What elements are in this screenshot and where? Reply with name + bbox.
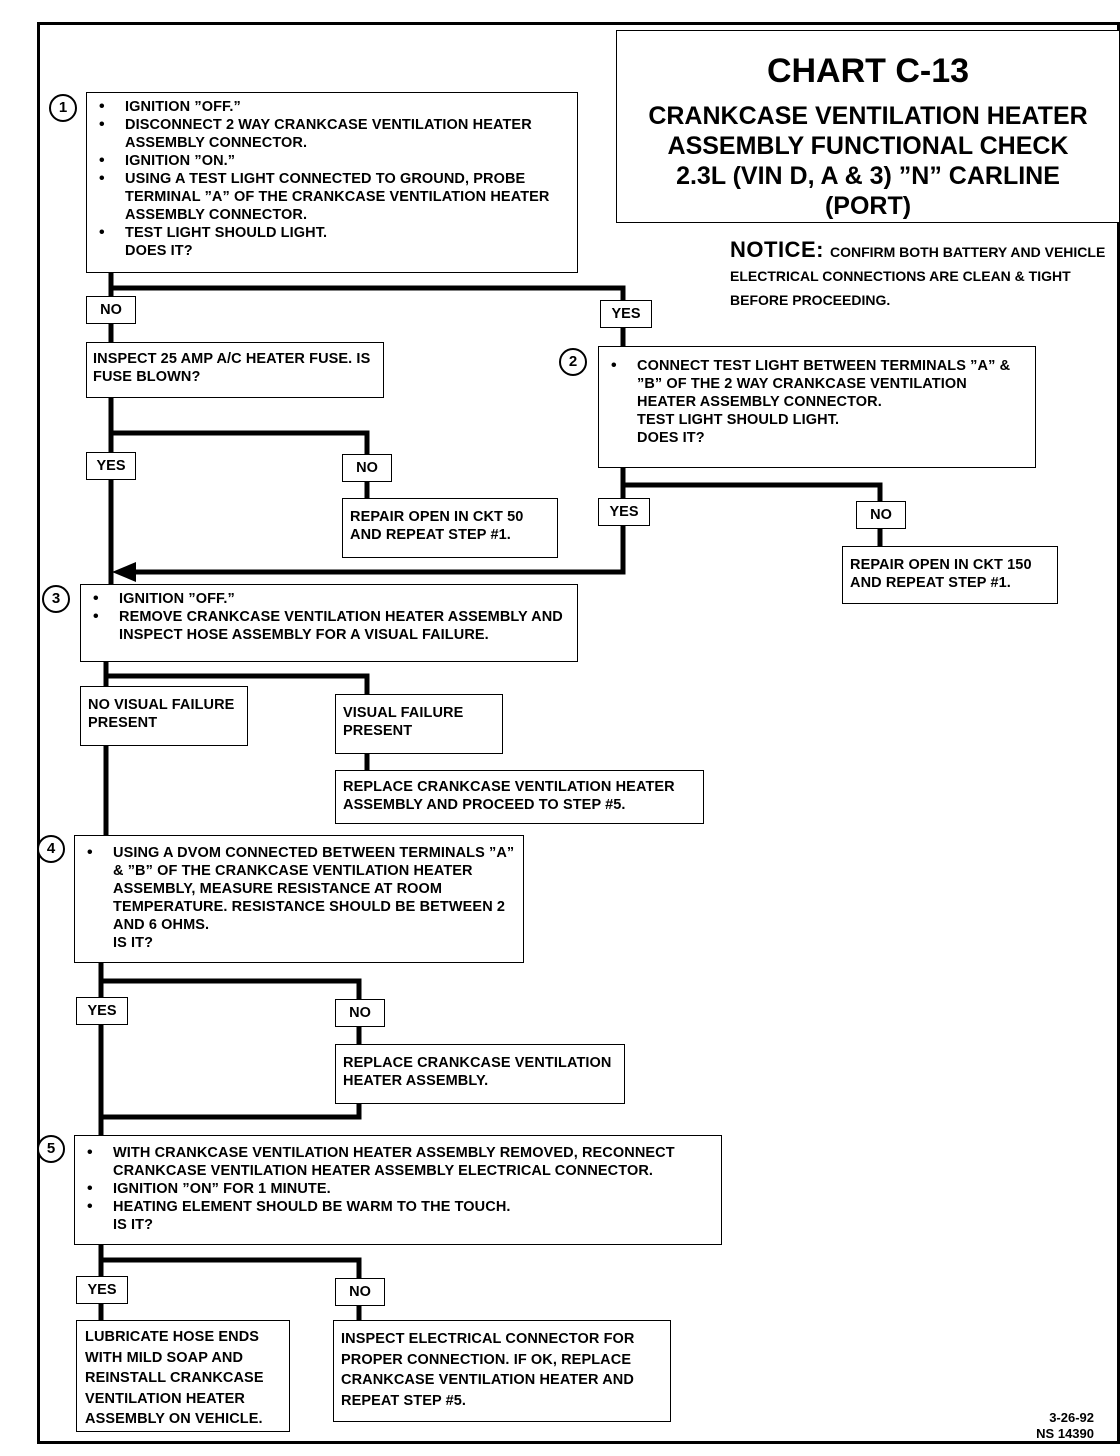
- bullet-item: IGNITION ”OFF.”: [93, 98, 571, 116]
- bullet-item: IGNITION ”ON” FOR 1 MINUTE.: [81, 1180, 715, 1198]
- label-s2-no: NO: [856, 501, 906, 529]
- step-5-box: WITH CRANKCASE VENTILATION HEATER ASSEMB…: [74, 1135, 722, 1245]
- inspect-fuse-text: INSPECT 25 AMP A/C HEATER FUSE. IS FUSE …: [93, 351, 371, 385]
- chart-subtitle: CRANKCASE VENTILATION HEATER ASSEMBLY FU…: [617, 101, 1119, 221]
- bullet-item: IGNITION ”ON.”: [93, 152, 571, 170]
- step-3-box: IGNITION ”OFF.” REMOVE CRANKCASE VENTILA…: [80, 584, 578, 662]
- step-number-2: 2: [559, 348, 587, 376]
- connector-s2-split: [620, 463, 883, 506]
- chart-title-box: CHART C-13 CRANKCASE VENTILATION HEATER …: [616, 30, 1120, 223]
- bullet-item: USING A DVOM CONNECTED BETWEEN TERMINALS…: [81, 844, 517, 934]
- subtitle-line: CRANKCASE VENTILATION HEATER: [648, 102, 1088, 130]
- step-4-box: USING A DVOM CONNECTED BETWEEN TERMINALS…: [74, 835, 524, 963]
- bullet-item: TEST LIGHT SHOULD LIGHT.: [93, 224, 571, 242]
- outer-border: [37, 22, 1120, 1444]
- repair-ckt50-text: REPAIR OPEN IN CKT 50 AND REPEAT STEP #1…: [350, 509, 524, 543]
- label-s1-yes: YES: [600, 300, 652, 328]
- subtitle-line: 2.3L (VIN D, A & 3) ”N” CARLINE: [676, 162, 1060, 190]
- label-s5-yes: YES: [76, 1276, 128, 1304]
- bullet-item: HEATING ELEMENT SHOULD BE WARM TO THE TO…: [81, 1198, 715, 1216]
- step-2-extra: TEST LIGHT SHOULD LIGHT.: [637, 412, 840, 428]
- step-4-bullets: USING A DVOM CONNECTED BETWEEN TERMINALS…: [81, 844, 517, 934]
- bullet-item: USING A TEST LIGHT CONNECTED TO GROUND, …: [93, 170, 571, 224]
- step-3-bullets: IGNITION ”OFF.” REMOVE CRANKCASE VENTILA…: [87, 590, 571, 644]
- document-code: NS 14390: [1036, 1426, 1094, 1441]
- step-4-question: IS IT?: [113, 935, 154, 951]
- step-2-question: DOES IT?: [637, 430, 705, 446]
- inspect-fuse-box: INSPECT 25 AMP A/C HEATER FUSE. IS FUSE …: [86, 342, 384, 398]
- visual-failure-box: VISUAL FAILURE PRESENT: [335, 694, 503, 754]
- notice-heading: NOTICE:: [730, 237, 824, 262]
- connector-s4-split: [98, 959, 362, 1003]
- no-visual-failure-box: NO VISUAL FAILURE PRESENT: [80, 686, 248, 746]
- step-5-question: IS IT?: [113, 1217, 154, 1233]
- replace-proceed-text: REPLACE CRANKCASE VENTILATION HEATER ASS…: [343, 779, 675, 813]
- step-1-bullets: IGNITION ”OFF.” DISCONNECT 2 WAY CRANKCA…: [93, 98, 571, 242]
- inspect-connector-box: INSPECT ELECTRICAL CONNECTOR FOR PROPER …: [333, 1320, 671, 1422]
- replace-proceed-box: REPLACE CRANKCASE VENTILATION HEATER ASS…: [335, 770, 704, 824]
- step-1-question: DOES IT?: [125, 243, 193, 259]
- bullet-item: IGNITION ”OFF.”: [87, 590, 571, 608]
- step-number-3: 3: [42, 585, 70, 613]
- document-date: 3-26-92: [1049, 1410, 1094, 1425]
- no-visual-failure-text: NO VISUAL FAILURE PRESENT: [88, 697, 235, 731]
- chart-id: CHART C-13: [766, 52, 970, 90]
- step-2-bullets: CONNECT TEST LIGHT BETWEEN TERMINALS ”A”…: [605, 357, 1029, 411]
- inspect-connector-text: INSPECT ELECTRICAL CONNECTOR FOR PROPER …: [341, 1331, 635, 1409]
- connector-s2-yes-return: [121, 521, 626, 575]
- bullet-item: DISCONNECT 2 WAY CRANKCASE VENTILATION H…: [93, 116, 571, 152]
- step-number-5: 5: [37, 1135, 65, 1163]
- label-s4-yes: YES: [76, 997, 128, 1025]
- replace-heater-text: REPLACE CRANKCASE VENTILATION HEATER ASS…: [343, 1055, 612, 1089]
- bullet-item: CONNECT TEST LIGHT BETWEEN TERMINALS ”A”…: [605, 357, 1029, 411]
- step-1-box: IGNITION ”OFF.” DISCONNECT 2 WAY CRANKCA…: [86, 92, 578, 273]
- replace-heater-box: REPLACE CRANKCASE VENTILATION HEATER ASS…: [335, 1044, 625, 1104]
- step-2-box: CONNECT TEST LIGHT BETWEEN TERMINALS ”A”…: [598, 346, 1036, 468]
- label-s1-no: NO: [86, 296, 136, 324]
- notice: NOTICE:CONFIRM BOTH BATTERY AND VEHICLE …: [730, 238, 1110, 312]
- visual-failure-text: VISUAL FAILURE PRESENT: [343, 705, 464, 739]
- label-s2-yes: YES: [598, 498, 650, 526]
- step-number-1: 1: [49, 94, 77, 122]
- lubricate-box: LUBRICATE HOSE ENDS WITH MILD SOAP AND R…: [76, 1320, 290, 1432]
- connector-replace-return: [98, 1101, 362, 1120]
- label-fuse-yes: YES: [86, 452, 136, 480]
- connector-fuse-split: [108, 430, 370, 459]
- lubricate-text: LUBRICATE HOSE ENDS WITH MILD SOAP AND R…: [85, 1329, 264, 1427]
- step-number-4: 4: [37, 835, 65, 863]
- repair-ckt150-text: REPAIR OPEN IN CKT 150 AND REPEAT STEP #…: [850, 557, 1032, 591]
- arrow-head-icon: [112, 562, 136, 582]
- connector-s5-split: [98, 1241, 362, 1281]
- subtitle-line: (PORT): [824, 192, 912, 220]
- repair-ckt150-box: REPAIR OPEN IN CKT 150 AND REPEAT STEP #…: [842, 546, 1058, 604]
- repair-ckt50-box: REPAIR OPEN IN CKT 50 AND REPEAT STEP #1…: [342, 498, 558, 558]
- bullet-item: REMOVE CRANKCASE VENTILATION HEATER ASSE…: [87, 608, 571, 644]
- subtitle-line: ASSEMBLY FUNCTIONAL CHECK: [667, 132, 1069, 160]
- step-5-bullets: WITH CRANKCASE VENTILATION HEATER ASSEMB…: [81, 1144, 715, 1216]
- bullet-item: WITH CRANKCASE VENTILATION HEATER ASSEMB…: [81, 1144, 715, 1180]
- label-s5-no: NO: [335, 1278, 385, 1306]
- label-s4-no: NO: [335, 999, 385, 1027]
- notice-text: CONFIRM BOTH BATTERY AND VEHICLE ELECTRI…: [730, 244, 1106, 308]
- document-id: 3-26-92 NS 14390: [990, 1410, 1094, 1442]
- label-fuse-no: NO: [342, 454, 392, 482]
- connector-s1-split: [108, 269, 626, 303]
